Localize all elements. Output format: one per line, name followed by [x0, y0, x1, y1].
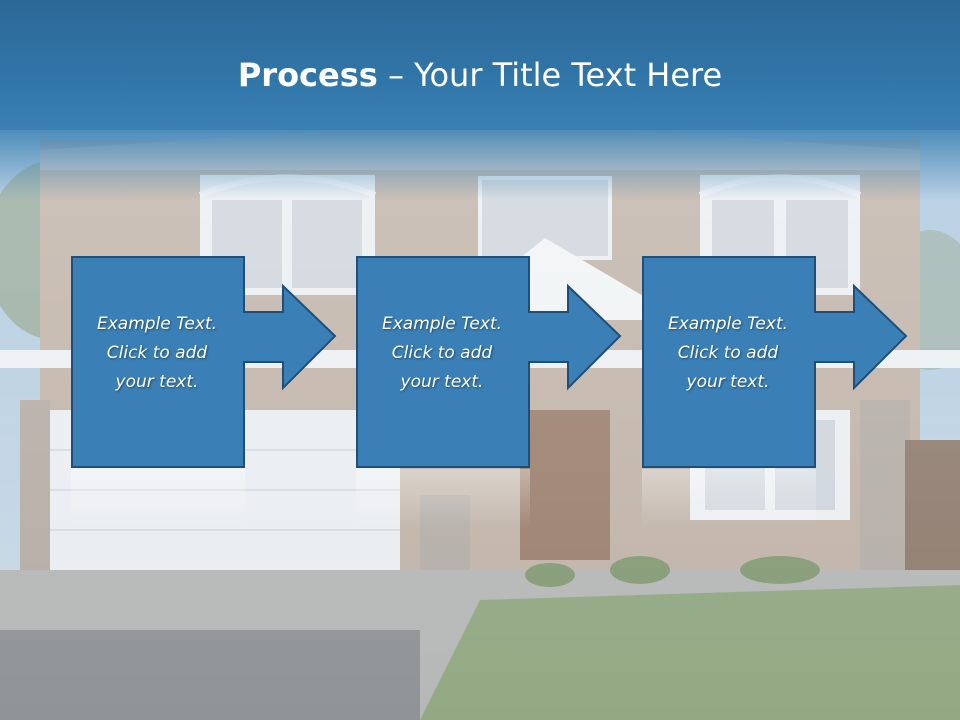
step-text-line-3: your text. — [400, 372, 484, 392]
process-step-2[interactable]: Example Text. Click to add your text. — [356, 256, 636, 468]
slide-title[interactable]: Process – Your Title Text Here — [0, 52, 960, 98]
step-text-line-1: Example Text. — [667, 314, 789, 334]
step-text-line-3: your text. — [686, 372, 770, 392]
step-text[interactable]: Example Text. Click to add your text. — [356, 310, 528, 397]
process-step-3[interactable]: Example Text. Click to add your text. — [642, 256, 922, 468]
arrow-shape-icon — [642, 256, 908, 468]
step-reflection — [642, 469, 816, 529]
title-band-fade — [0, 130, 960, 200]
process-step-1[interactable]: Example Text. Click to add your text. — [71, 256, 351, 468]
slide-title-bold: Process — [237, 56, 378, 94]
step-text-line-1: Example Text. — [96, 314, 218, 334]
step-reflection — [71, 469, 245, 529]
arrow-shape-icon — [356, 256, 622, 468]
step-text-line-2: Click to add — [677, 343, 779, 363]
step-text-line-2: Click to add — [391, 343, 493, 363]
step-text[interactable]: Example Text. Click to add your text. — [642, 310, 814, 397]
step-reflection — [356, 469, 530, 529]
title-band — [0, 0, 960, 130]
slide-title-rest: – Your Title Text Here — [377, 56, 723, 94]
step-text-line-2: Click to add — [106, 343, 208, 363]
arrow-shape-icon — [71, 256, 337, 468]
step-text[interactable]: Example Text. Click to add your text. — [71, 310, 243, 397]
step-text-line-1: Example Text. — [381, 314, 503, 334]
step-text-line-3: your text. — [115, 372, 199, 392]
